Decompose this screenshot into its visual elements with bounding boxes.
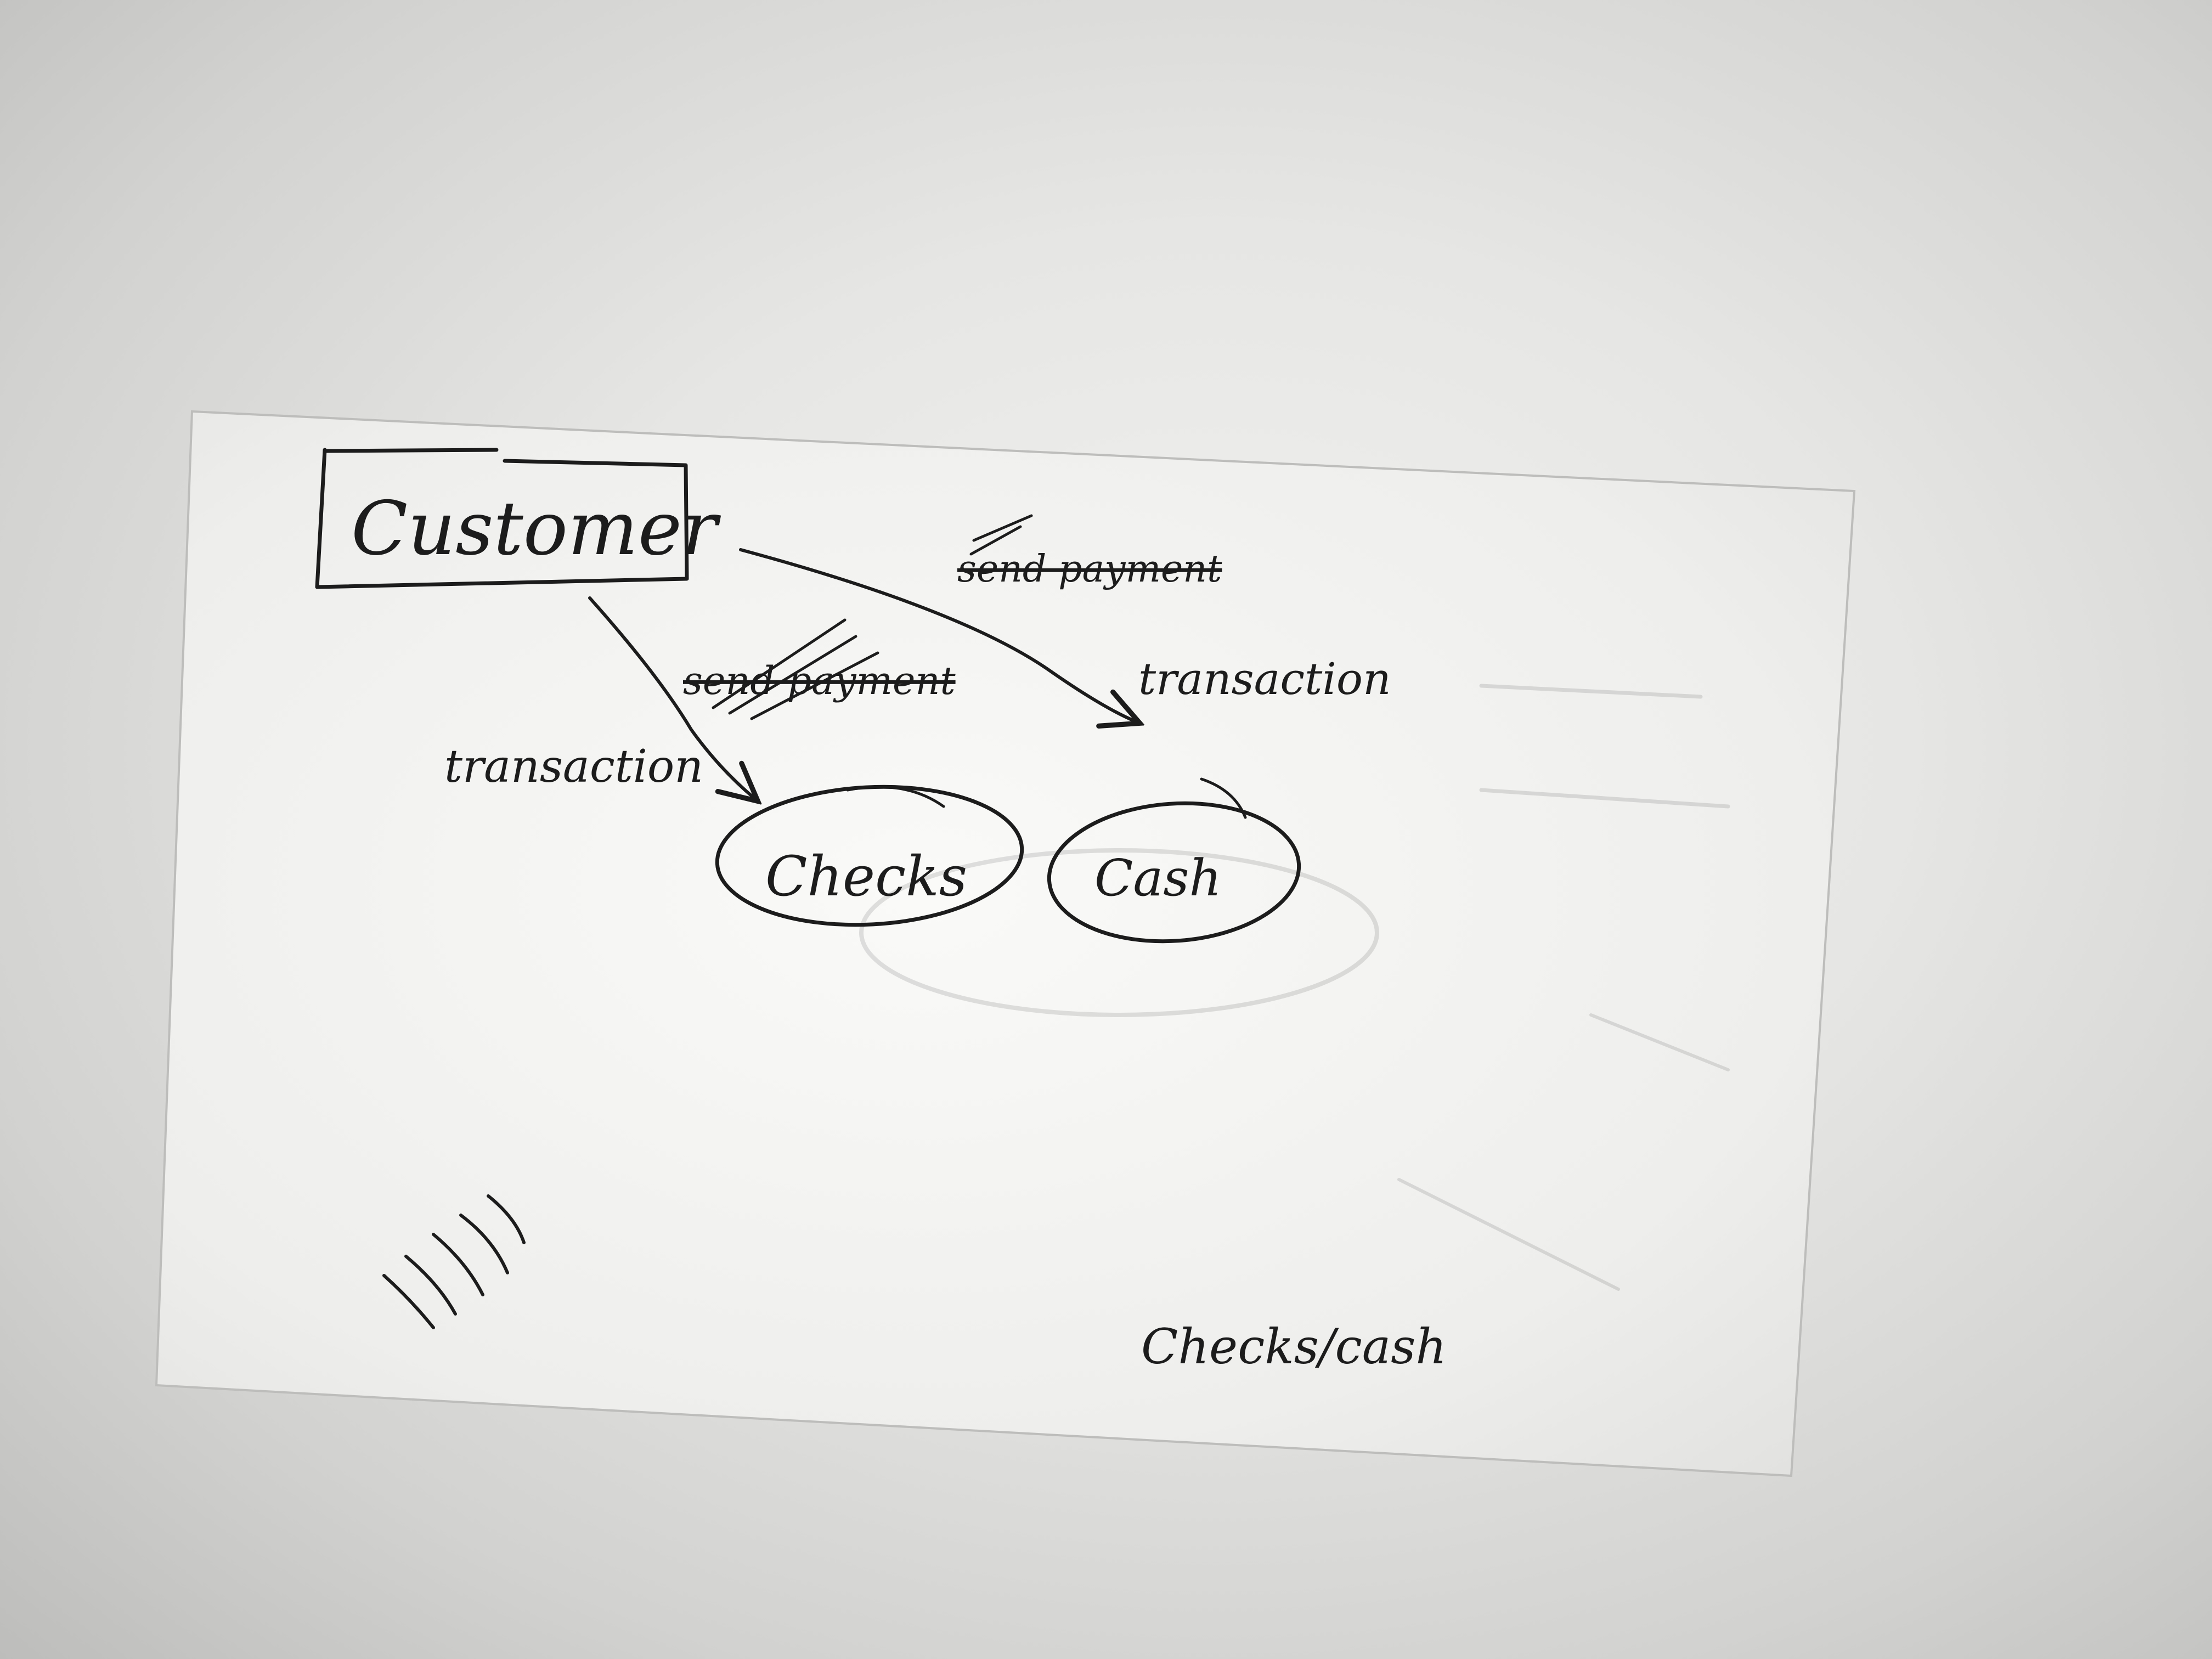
- edge-right-label: transaction: [1138, 653, 1391, 704]
- checks-label: Checks: [765, 844, 967, 909]
- customer-entity: Customer: [315, 448, 721, 589]
- checks-node: Checks: [715, 785, 1024, 927]
- customer-box: [315, 448, 689, 589]
- cash-label: Cash: [1094, 849, 1222, 907]
- hatch-marks: [382, 1194, 526, 1329]
- customer-label: Customer: [351, 486, 721, 572]
- cash-node: Cash: [1047, 777, 1301, 944]
- cash-ellipse: [1047, 801, 1301, 944]
- edge-customer-checks-arrow: [588, 596, 754, 798]
- edge-customer-cash-arrow: [739, 548, 1136, 721]
- edge-customer-checks: send payment transaction: [444, 596, 956, 798]
- edge-left-crossed-label: send payment: [683, 658, 956, 703]
- edge-left-label: transaction: [444, 741, 703, 793]
- paper-sheet: [155, 410, 1856, 1477]
- show-through-marks: [859, 684, 1730, 1291]
- edge-customer-cash: send payment transaction: [739, 514, 1391, 721]
- edge-right-crossed-label: send payment: [957, 548, 1222, 591]
- footer-note: Checks/cash: [1141, 1318, 1447, 1375]
